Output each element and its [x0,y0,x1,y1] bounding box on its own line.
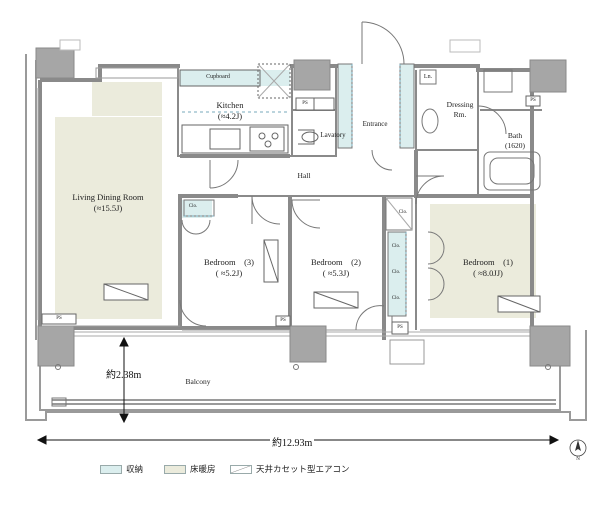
legend-label: 収納 [126,465,144,475]
floor-heating-living [92,82,162,116]
living-room-label: Living Dining Room(≈15.5J) [72,192,144,213]
storage-cupboard [180,70,290,86]
closet-label: Clo. [391,296,401,301]
linen-label: Ln. [423,74,433,80]
bedroom1-label: Bedroom (1)( ≈8.0JJ) [462,257,514,278]
storage-entrance-2 [400,64,414,148]
ps-label: PS [56,316,62,321]
bedroom2-label: Bedroom (2)( ≈5.3J) [310,257,362,278]
legend-storage: 収納 [100,462,143,476]
pillar [293,59,331,91]
storage-entrance [338,64,352,148]
ps-label: PS [302,101,308,106]
balcony-label: Balcony [185,377,211,386]
legend-ac: 天井カセット型エアコン [230,462,350,476]
ps-label: PS [530,98,536,103]
depth-dimension: 約2.38m [106,370,142,381]
legend-floor-heating: 床暖房 [164,462,216,476]
storage-clo-b1 [388,232,406,316]
legend-label: 天井カセット型エアコン [256,465,350,475]
bath-label: Bath(1620) [505,131,525,150]
lavatory-label: Lavatory [320,131,346,139]
pillar [35,47,75,79]
kitchen-label: Kitchen(≈4.2J) [216,100,244,121]
pillar [289,325,327,363]
legend-swatch [230,464,252,474]
pillar [529,59,567,93]
legend-label: 床暖房 [190,465,216,475]
legend-swatch [164,464,186,474]
compass-icon [569,439,587,457]
entrance-label: Entrance [362,120,388,128]
pillar [37,325,75,367]
bedroom3-label: Bedroom (3)( ≈5.2J) [203,257,255,278]
ps-label: PS [280,318,286,323]
compass-label: N [576,457,580,462]
pillar [529,325,571,367]
legend-swatch [100,464,122,474]
closet-label: Clo. [398,210,408,215]
ps-label: PS [397,325,403,330]
hall-label: Hall [297,171,311,180]
width-dimension: 約12.93m [270,434,315,449]
storage-clo-b3 [182,200,212,218]
closet-label: Clo. [391,244,401,249]
closet-label: Clo. [188,204,198,209]
closet-label: Clo. [391,270,401,275]
cupboard-label: Cupboard [206,74,230,80]
